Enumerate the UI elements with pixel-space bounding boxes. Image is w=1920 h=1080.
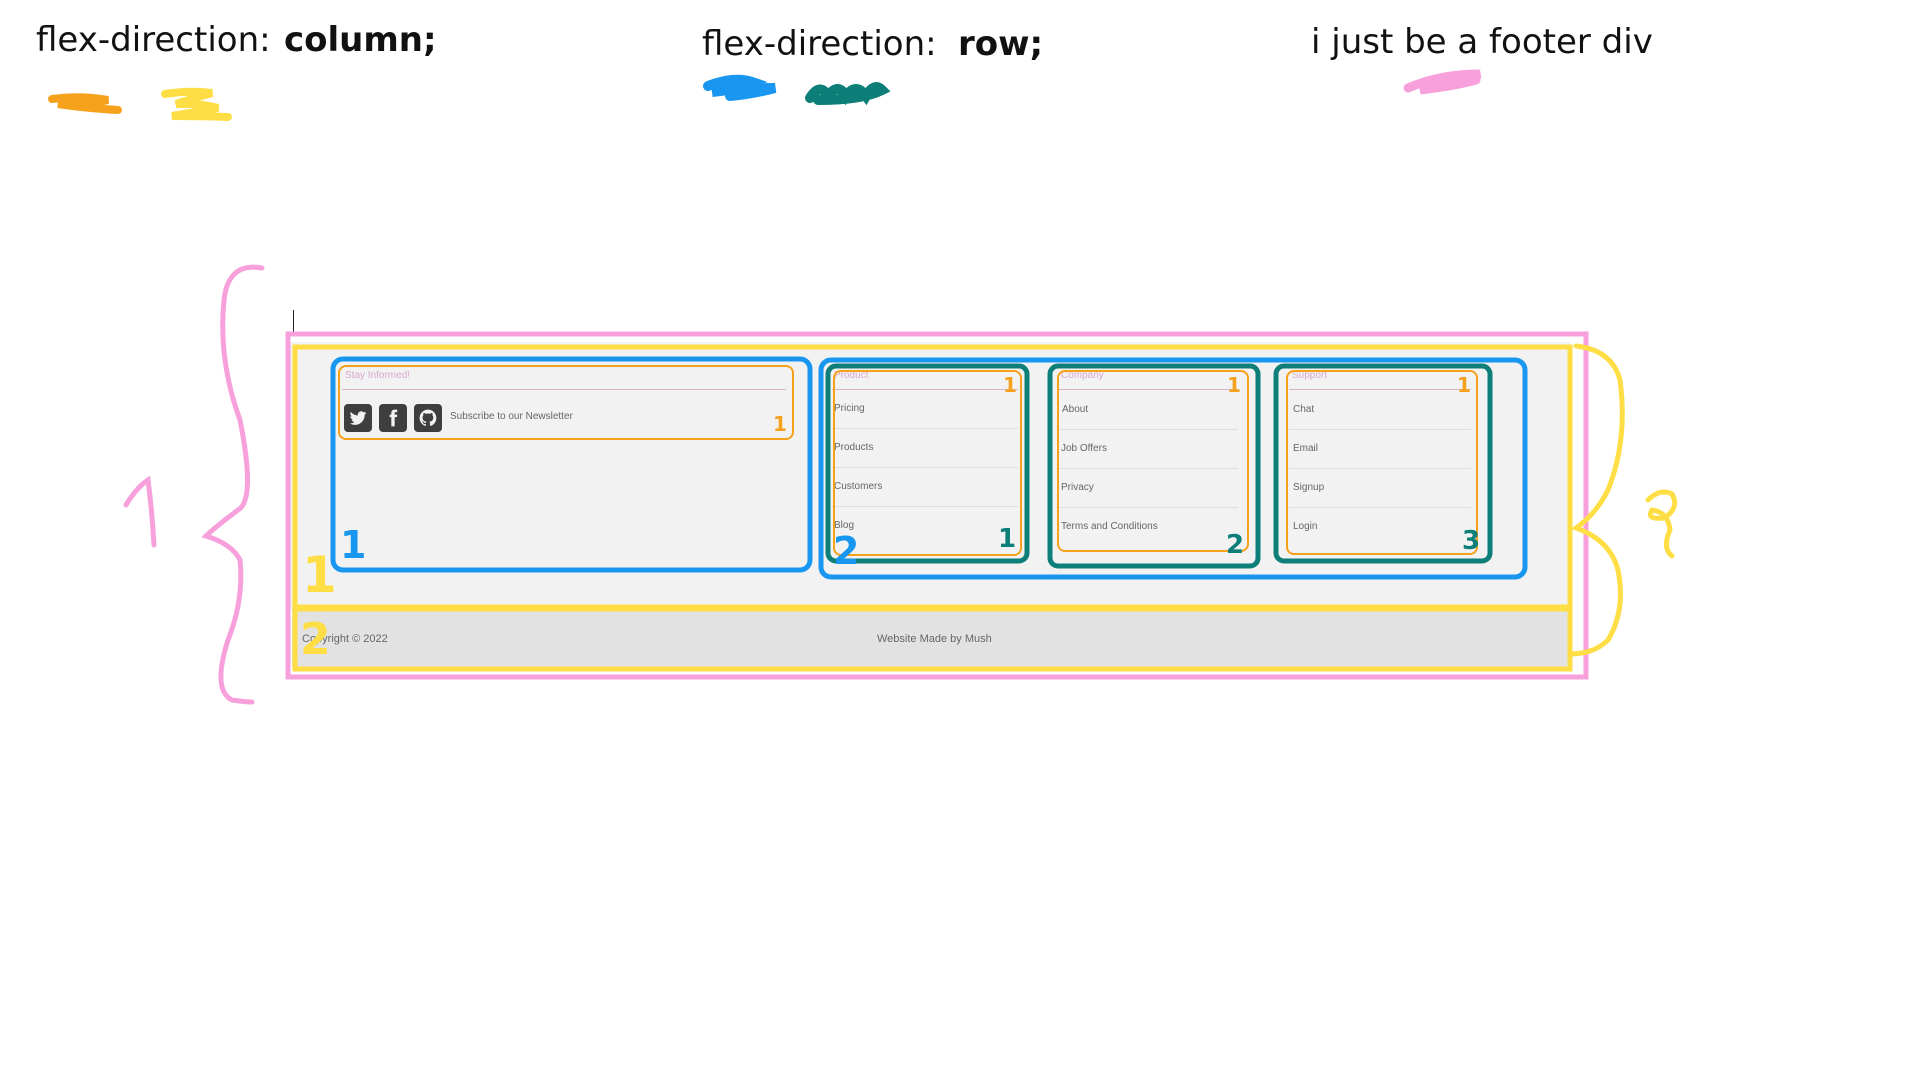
support-link-divider xyxy=(1289,429,1471,430)
product-title: Product xyxy=(834,370,869,381)
orange-number-newsletter: 1 xyxy=(773,412,787,436)
support-link-divider xyxy=(1289,468,1471,469)
newsletter-text: Subscribe to our Newsletter xyxy=(450,411,573,422)
product-divider xyxy=(832,389,1018,390)
orange-number-product: 1 xyxy=(1003,373,1017,397)
product-link-divider xyxy=(832,467,1018,468)
yellow-number-top: 1 xyxy=(302,546,337,604)
product-link-pricing[interactable]: Pricing xyxy=(834,403,865,414)
product-link-divider xyxy=(832,428,1018,429)
yellow-curly-brace xyxy=(1567,343,1625,657)
footer-top-area xyxy=(290,342,1570,610)
pink-count-scribble xyxy=(123,475,157,548)
github-icon[interactable] xyxy=(414,404,442,432)
support-link-login[interactable]: Login xyxy=(1293,521,1318,532)
support-title: Support xyxy=(1292,370,1328,381)
orange-number-support: 1 xyxy=(1457,373,1471,397)
newsletter-title: Stay Informed! xyxy=(345,370,411,381)
product-link-products[interactable]: Products xyxy=(834,442,874,453)
company-link-terms[interactable]: Terms and Conditions xyxy=(1061,521,1158,532)
twitter-icon[interactable] xyxy=(344,404,372,432)
teal-number-company: 2 xyxy=(1226,530,1245,560)
text-caret xyxy=(293,310,294,332)
legend-footer-note: i just be a footer div xyxy=(1311,22,1653,62)
blue-number-columns: 2 xyxy=(833,529,860,573)
company-link-divider xyxy=(1058,507,1238,508)
orange-number-company: 1 xyxy=(1227,373,1241,397)
support-link-email[interactable]: Email xyxy=(1293,443,1319,454)
teal-number-product: 1 xyxy=(998,524,1017,554)
blue-swatch-scribble xyxy=(703,74,777,101)
yellow-count-scribble xyxy=(1645,489,1678,559)
support-link-divider xyxy=(1289,507,1471,508)
yellow-swatch-scribble xyxy=(161,87,232,121)
pink-swatch-scribble xyxy=(1403,69,1482,95)
company-link-divider xyxy=(1058,468,1238,469)
company-link-job-offers[interactable]: Job Offers xyxy=(1061,443,1107,454)
facebook-icon[interactable] xyxy=(379,404,407,432)
credit-text: Website Made by Mush xyxy=(877,633,992,645)
teal-number-support: 3 xyxy=(1462,526,1481,556)
company-link-divider xyxy=(1058,429,1238,430)
company-link-privacy[interactable]: Privacy xyxy=(1061,482,1094,493)
legend-column-value: column; xyxy=(284,20,437,60)
product-link-customers[interactable]: Customers xyxy=(834,481,883,492)
company-title: Company xyxy=(1061,370,1104,381)
legend-row-value: row; xyxy=(958,24,1044,64)
company-link-about[interactable]: About xyxy=(1062,404,1089,415)
product-link-divider xyxy=(832,506,1018,507)
blue-number-newsletter: 1 xyxy=(340,523,367,567)
legend-column-prefix: flex-direction: xyxy=(36,20,271,60)
newsletter-divider xyxy=(342,389,786,390)
pink-curly-brace xyxy=(201,264,265,705)
support-divider xyxy=(1289,389,1471,390)
support-link-chat[interactable]: Chat xyxy=(1293,404,1315,415)
legend-row-prefix: flex-direction: xyxy=(702,24,937,64)
support-link-signup[interactable]: Signup xyxy=(1293,482,1325,493)
company-divider xyxy=(1058,389,1238,390)
yellow-number-bottom: 2 xyxy=(300,614,331,665)
teal-swatch-scribble xyxy=(805,82,891,106)
orange-swatch-scribble xyxy=(48,93,122,114)
